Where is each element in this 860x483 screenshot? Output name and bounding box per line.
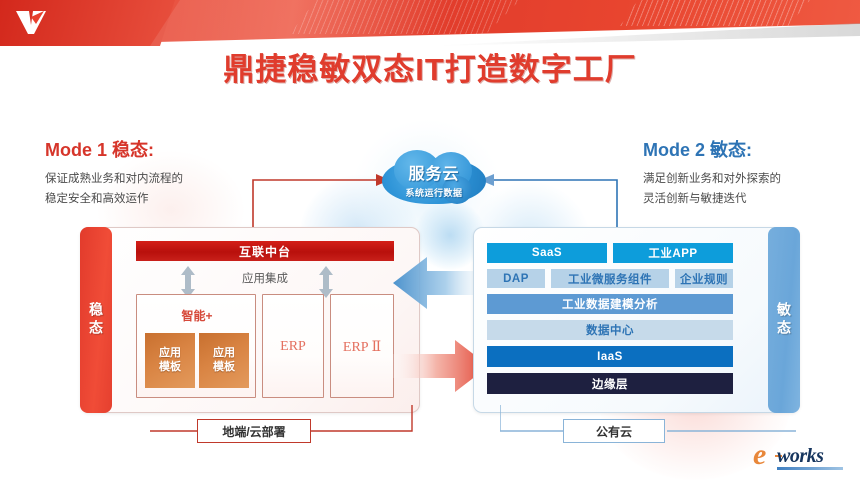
eworks-logo: e works — [753, 438, 849, 472]
layer-enterprise-rules[interactable]: 企业规则 — [675, 269, 733, 288]
app-template-tile-1-line2: 模板 — [159, 360, 181, 373]
dj-swoosh-logo-icon — [16, 11, 46, 34]
mode1-heading: Mode 1 稳态: — [45, 140, 155, 160]
eworks-e: e — [753, 438, 767, 471]
banner-stripe-b — [290, 0, 520, 34]
eworks-underline — [777, 467, 843, 470]
cloud-puff-bottom — [442, 176, 472, 204]
cloud-text-group: 服务云 系统运行数据 — [382, 160, 486, 199]
app-template-tile-2[interactable]: 应用 模板 — [199, 333, 249, 388]
mode2-heading: Mode 2 敏态: — [643, 140, 753, 160]
page-title: 鼎捷稳敏双态IT打造数字工厂 — [223, 52, 637, 87]
mode1-desc-line2: 稳定安全和高效运作 — [45, 193, 149, 206]
double-up-arrow-icon-left — [181, 266, 195, 298]
app-template-tile-1-line1: 应用 — [159, 346, 181, 359]
header-banner — [0, 0, 860, 46]
layer-industrial-app[interactable]: 工业APP — [613, 243, 733, 263]
mode1-desc-line1: 保证成熟业务和对内流程的 — [45, 173, 183, 185]
cloud-title: 服务云 — [408, 166, 460, 183]
right-footer-connector — [500, 405, 796, 432]
erp2-label: ERP Ⅱ — [342, 340, 382, 355]
mode2-block: Mode 2 敏态: 满足创新业务和对外探索的 灵活创新与敏捷迭代 — [643, 136, 858, 209]
big-left-arrow-icon — [393, 257, 489, 309]
banner-stripe-a — [150, 0, 450, 46]
layer-data-modeling-analysis[interactable]: 工业数据建模分析 — [487, 294, 733, 314]
banner-stripe-c — [620, 0, 810, 26]
mode2-desc-line2: 灵活创新与敏捷迭代 — [643, 193, 747, 206]
cloud-subtitle: 系统运行数据 — [405, 188, 463, 198]
mode2-desc-line1: 满足创新业务和对外探索的 — [643, 173, 781, 185]
interconnect-platform-bar[interactable]: 互联中台 — [136, 241, 394, 261]
agile-mode-side-tab: 敏态 — [768, 227, 800, 413]
layer-iaas[interactable]: IaaS — [487, 346, 733, 367]
layer-microservice-components[interactable]: 工业微服务组件 — [551, 269, 669, 288]
layer-edge[interactable]: 边缘层 — [487, 373, 733, 394]
app-template-tile-1[interactable]: 应用 模板 — [145, 333, 195, 388]
mode1-block: Mode 1 稳态: 保证成熟业务和对内流程的 稳定安全和高效运作 — [45, 136, 295, 209]
blue-flow-arrow-icon — [480, 174, 618, 236]
service-cloud: 服务云 系统运行数据 — [382, 150, 486, 212]
application-integration-label: 应用集成 — [242, 273, 288, 285]
layer-saas[interactable]: SaaS — [487, 243, 607, 263]
eworks-dash-icon — [775, 455, 782, 457]
stable-mode-side-tab: 稳态 — [80, 227, 112, 413]
erp-label: ERP — [280, 339, 306, 354]
eworks-wordmark: works — [777, 445, 824, 467]
onprem-cloud-deployment-label: 地端/云部署 — [197, 419, 311, 443]
smart-plus-box[interactable]: 智能+ 应用 模板 应用 模板 — [136, 294, 256, 398]
layer-data-center[interactable]: 数据中心 — [487, 320, 733, 340]
left-footer-connector — [150, 405, 413, 432]
public-cloud-label: 公有云 — [563, 419, 665, 443]
big-right-arrow-icon — [393, 340, 489, 392]
smart-plus-title: 智能+ — [181, 309, 213, 323]
app-template-tile-2-line1: 应用 — [213, 346, 235, 359]
erp2-box[interactable]: ERP Ⅱ — [330, 294, 394, 398]
layer-dap[interactable]: DAP — [487, 269, 545, 288]
double-up-arrow-icon-right — [319, 266, 333, 298]
app-template-tile-2-line2: 模板 — [213, 360, 235, 373]
erp-box[interactable]: ERP — [262, 294, 324, 398]
